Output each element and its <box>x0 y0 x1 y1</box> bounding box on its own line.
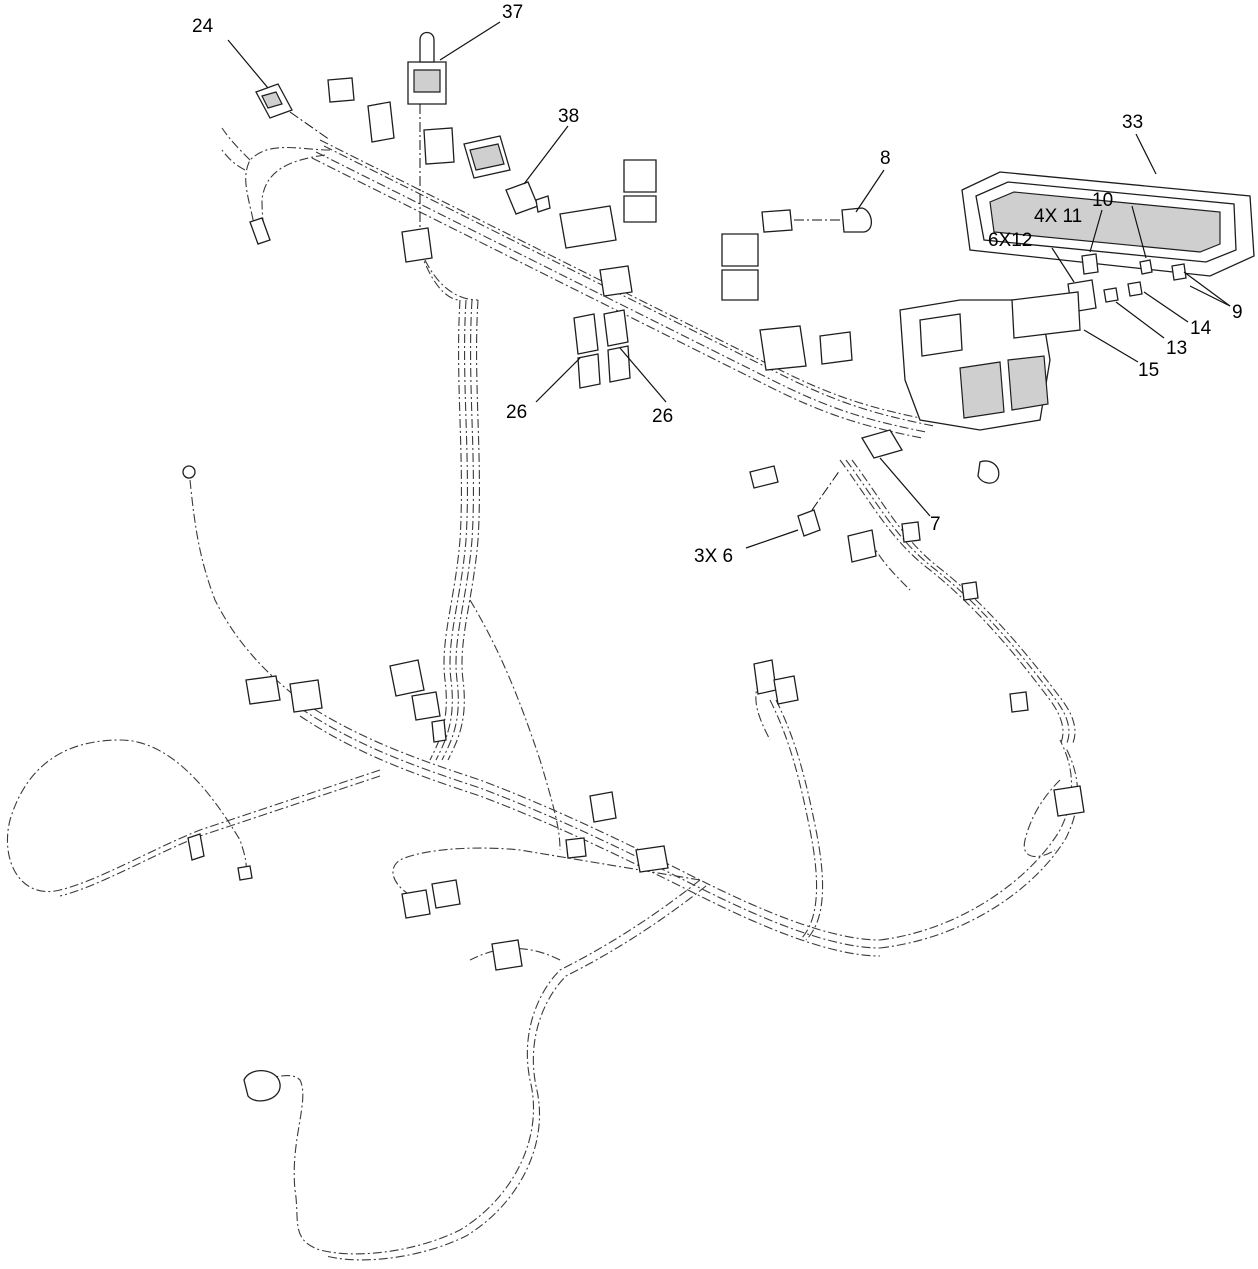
ecu-module <box>899 299 1051 431</box>
callout-6x12: 6X12 <box>988 230 1032 251</box>
callout-9: 9 <box>1232 302 1243 323</box>
lower-trunk <box>299 699 1079 957</box>
ground-lead-left <box>182 465 301 701</box>
right-descending-harness <box>839 459 1076 858</box>
terminal-6 <box>797 469 841 537</box>
callout-13: 13 <box>1166 338 1187 359</box>
callout-24: 24 <box>192 16 214 37</box>
callout-4x11: 4X 11 <box>1034 206 1082 227</box>
callout-38: 38 <box>558 106 579 127</box>
vertical-drop-harness <box>419 249 480 761</box>
callout-3x6: 3X 6 <box>694 546 733 567</box>
right-center-branch <box>755 679 824 941</box>
bracket-7 <box>861 429 1000 484</box>
connector-24 <box>255 83 331 141</box>
callout-37: 37 <box>502 2 523 23</box>
trunk-connectors <box>327 77 853 371</box>
lower-connectors <box>243 465 1085 1102</box>
callout-14: 14 <box>1190 318 1212 339</box>
relay-26-right <box>603 309 631 383</box>
main-harness-trunk <box>311 139 935 439</box>
connector-8 <box>761 207 872 233</box>
relay-26-left <box>573 313 601 389</box>
center-lower-branch <box>254 599 707 1261</box>
fuse-box-cover-33 <box>961 171 1255 277</box>
connector-37 <box>407 31 447 240</box>
callout-7: 7 <box>930 514 941 535</box>
callout-33: 33 <box>1122 112 1143 133</box>
callout-8: 8 <box>880 148 891 169</box>
callout-10: 10 <box>1092 190 1113 211</box>
callout-26-right: 26 <box>652 406 673 427</box>
callout-labels: 24 37 38 8 33 10 4X 11 6X12 9 14 13 15 2… <box>192 2 1243 567</box>
leader-lines <box>227 21 1231 549</box>
callout-15: 15 <box>1138 360 1159 381</box>
fuse-set <box>1011 253 1187 339</box>
upper-left-branch <box>221 127 331 245</box>
connector-38 <box>505 181 551 215</box>
left-loop <box>6 739 381 897</box>
callout-26-left: 26 <box>506 402 527 423</box>
